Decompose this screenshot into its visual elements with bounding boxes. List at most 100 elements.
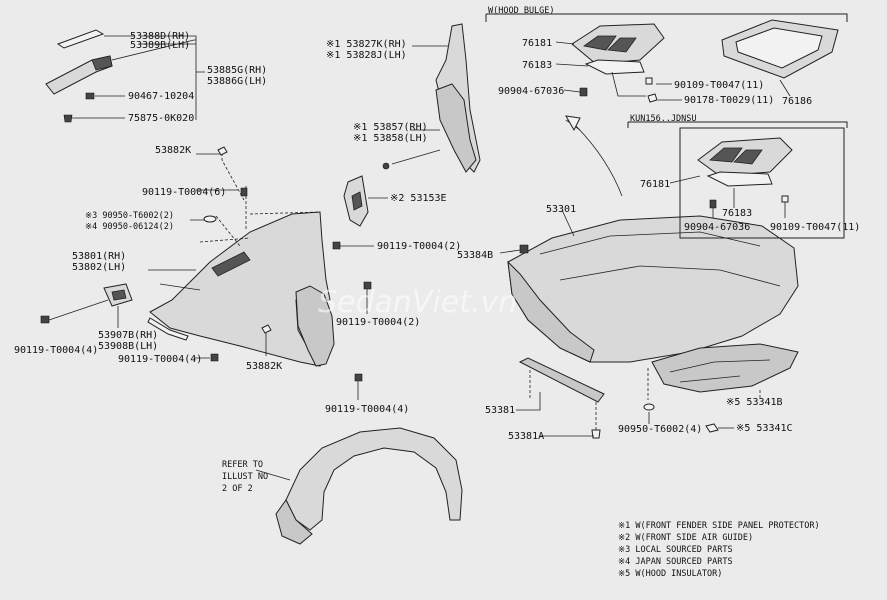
- bolt-90119-4c-icon: [354, 373, 363, 382]
- label-kun-90904: 90904-67036: [684, 222, 750, 233]
- hood-group: [499, 209, 799, 363]
- label-90950-t6002: ※3 90950-T6002(2): [85, 211, 174, 221]
- label-53827k: ※1 53827K(RH): [326, 39, 407, 50]
- fender-seal-group: [45, 29, 205, 123]
- arrow-head-icon: [565, 115, 581, 132]
- label-53886g: 53886G(LH): [207, 76, 267, 87]
- label-53381a: 53381A: [508, 431, 544, 442]
- refer-text-3: 2 OF 2: [222, 484, 253, 494]
- kun-76181-vent: [709, 147, 743, 163]
- kun-box: [627, 121, 848, 239]
- label-hb-90178: 90178-T0029(11): [684, 95, 774, 106]
- front-fender-group: [147, 148, 335, 367]
- label-90119-2a: 90119-T0004(2): [377, 241, 461, 252]
- side-panel-protector-group: [382, 23, 481, 173]
- label-90119-2b: 90119-T0004(2): [336, 317, 420, 328]
- clip-53882k-top-icon: [217, 146, 228, 156]
- label-90467: 90467-10204: [128, 91, 194, 102]
- seal-53388d-part: [56, 29, 105, 49]
- bulge-76183-part: [584, 59, 645, 75]
- protector-53857-part: [435, 83, 477, 173]
- bulge-76181-vent: [582, 35, 617, 51]
- screw-90904-kun-icon: [709, 199, 717, 209]
- label-hb-76183: 76183: [522, 60, 552, 71]
- fender-front-lip: [147, 317, 189, 341]
- grommet-90950-icon: [203, 215, 217, 223]
- clip-53882k-bot-icon: [261, 324, 272, 334]
- bracket-53907b-shadow: [111, 289, 127, 301]
- bolt-90119-2a-icon: [332, 241, 341, 250]
- fender-vent-part: [211, 251, 251, 277]
- label-53857: ※1 53857(RH): [353, 122, 428, 133]
- label-53389b: 53389B(LH): [130, 40, 190, 51]
- label-hb-90904: 90904-67036: [498, 86, 564, 97]
- label-53341b: ※5 53341B: [726, 397, 783, 408]
- label-53388d: 53388D(RH): [130, 31, 190, 42]
- label-53381: 53381: [485, 405, 515, 416]
- label-53802: 53802(LH): [72, 262, 126, 273]
- label-53384b: 53384B: [457, 250, 493, 261]
- label-hb-90109: 90109-T0047(11): [674, 80, 764, 91]
- insulator-53341b-part: [651, 343, 799, 393]
- watermark: SedanViet.vn: [318, 285, 517, 320]
- hood-bulge-title: W(HOOD BULGE): [488, 6, 555, 16]
- label-kun-76183: 76183: [722, 208, 752, 219]
- fender-bracket-group: [40, 281, 372, 400]
- label-hb-76181: 76181: [522, 38, 552, 49]
- grommet-90950-t4-icon: [643, 403, 655, 411]
- label-75875: 75875-0K020: [128, 113, 194, 124]
- hood-seal-group: [516, 357, 655, 439]
- label-kun-90109: 90109-T0047(11): [770, 222, 860, 233]
- hood-bulge-bracket: [485, 13, 848, 22]
- cushion-53384b-icon: [519, 244, 529, 254]
- label-90950-06124: ※4 90950-06124(2): [85, 222, 174, 232]
- label-53828j: ※1 53828J(LH): [326, 50, 407, 61]
- kun-title: KUN156..JDNSU: [630, 114, 697, 124]
- fender-liner-front: [275, 499, 313, 545]
- bolt-90119-4b-icon: [210, 353, 219, 362]
- clip-75875-icon: [63, 114, 73, 123]
- kun-76181-vent-2: [733, 149, 763, 165]
- air-guide-group: [332, 175, 388, 250]
- kun-76183-part: [706, 171, 773, 187]
- note-2: ※2 W(FRONT SIDE AIR GUIDE): [618, 533, 753, 543]
- label-53153e: ※2 53153E: [390, 193, 447, 204]
- label-53885g: 53885G(RH): [207, 65, 267, 76]
- label-90119-4c: 90119-T0004(4): [325, 404, 409, 415]
- label-53882k-top: 53882K: [155, 145, 191, 156]
- clip-90109-hb-icon: [645, 77, 653, 85]
- note-4: ※4 JAPAN SOURCED PARTS: [618, 557, 733, 567]
- clip-53341c-icon: [705, 423, 719, 433]
- note-1: ※1 W(FRONT FENDER SIDE PANEL PROTECTOR): [618, 521, 820, 531]
- air-guide-53153e-shadow: [351, 191, 363, 211]
- clip-53858-icon: [382, 162, 390, 170]
- bolt-90119-4a-icon: [40, 315, 50, 324]
- arrow-curve: [573, 123, 623, 197]
- label-53907b: 53907B(RH): [98, 330, 158, 341]
- fender-liner-part: [285, 427, 463, 531]
- bolt-90119-6-icon: [240, 187, 248, 197]
- refer-text-2: ILLUST NO: [222, 472, 268, 482]
- fender-liner-group: [255, 427, 463, 545]
- hood-bulge-box: [485, 13, 848, 131]
- kun-inner-box: [679, 127, 845, 239]
- note-3: ※3 LOCAL SOURCED PARTS: [618, 545, 733, 555]
- bulge-76186-inner: [735, 27, 823, 69]
- notes-legend: ※1 W(FRONT FENDER SIDE PANEL PROTECTOR) …: [618, 521, 820, 579]
- label-90119-6: 90119-T0004(6): [142, 187, 226, 198]
- label-53882k-bot: 53882K: [246, 361, 282, 372]
- label-53801: 53801(RH): [72, 251, 126, 262]
- note-5: ※5 W(HOOD INSULATOR): [618, 569, 722, 579]
- refer-text-1: REFER TO: [222, 460, 263, 470]
- label-53341c: ※5 53341C: [736, 423, 793, 434]
- label-53858: ※1 53858(LH): [353, 133, 428, 144]
- hood-front-edge: [507, 260, 595, 363]
- label-90119-4a: 90119-T0004(4): [14, 345, 98, 356]
- bolt-90119-2b-icon: [363, 281, 372, 290]
- screw-90904-hb-icon: [579, 87, 588, 97]
- seal-53381-part: [518, 357, 605, 403]
- clip-90109-kun-icon: [781, 195, 789, 203]
- label-53908b: 53908B(LH): [98, 341, 158, 352]
- bracket-53885g-shadow: [91, 55, 113, 71]
